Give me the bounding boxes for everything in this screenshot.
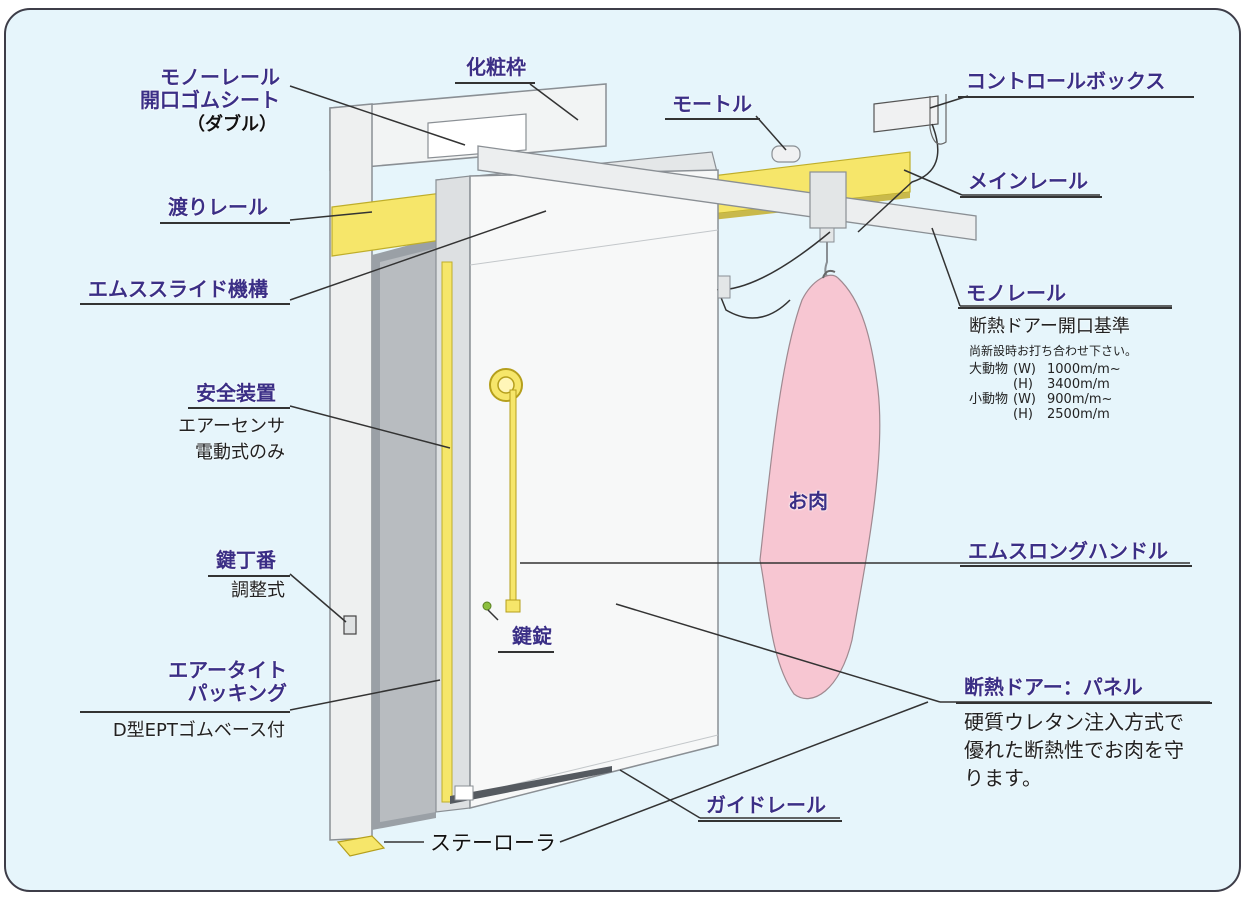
label-airtight-line2: パッキング [187,681,287,705]
label-opening-standard-note: 尚新設時お打ち合わせ下さい。 [969,344,1138,358]
control-box [873,95,939,133]
door-panel [469,169,719,809]
label-long-handle: エムスロングハンドル [968,539,1168,563]
label-adjustable: 調整式 [231,580,285,601]
underline-guide-rail [698,820,842,822]
guide-rail [450,766,612,804]
leader-frame [529,83,579,121]
label-meat: お肉 [788,489,828,513]
motor [771,145,801,163]
spec-small-w: 900m/m~ [1047,392,1113,407]
underline-monorail [958,307,1172,309]
label-panel-desc-1: 硬質ウレタン注入方式で [964,710,1184,734]
label-slide-mechanism: エムススライド機構 [88,277,268,301]
leader-monorail-gum [289,85,466,146]
label-opening-standard-title: 断熱ドアー開口基準 [969,316,1130,337]
spec-large-h: 3400m/m [1047,377,1110,392]
label-stay-roller: ステーローラ [430,831,556,855]
airtight-packing-strip [441,261,453,803]
meat [759,274,881,700]
underline-transfer-rail [160,222,290,224]
leader-transfer-rail [289,211,373,221]
label-air-sensor: エアーセンサ [178,416,285,437]
leader-control-box [929,95,969,109]
underline-lock [498,651,554,653]
lock-dot [482,601,492,611]
underline-control-box [958,96,1194,98]
spec-small-label: 小動物 [969,392,1009,407]
leader-airtight [289,679,441,711]
monorail-trolley [809,171,847,229]
label-monorail-gum-line1: モノーレール [160,65,280,89]
label-control-box: コントロールボックス [966,69,1166,93]
label-motor: モートル [672,92,752,116]
underline-airtight [80,711,290,713]
opening-standard-specs: 大動物(W)1000m/m~ (H)3400m/m 小動物(W)900m/m~ … [969,362,1121,422]
leader-panel-bottom [559,701,929,843]
label-main-rail: メインレール [968,169,1088,193]
leader-key-hinge [289,573,347,623]
key-hinge [343,615,357,635]
label-monorail: モノレール [966,281,1066,305]
label-safety-device: 安全装置 [196,381,276,405]
underline-motor [665,118,760,120]
underline-long-handle [960,565,1192,567]
spec-large-label: 大動物 [969,362,1009,377]
underline-frame [455,82,535,84]
label-panel-desc-3: ります。 [964,766,1042,790]
label-lock: 鍵錠 [512,624,552,648]
label-panel: 断熱ドアー：パネル [964,675,1143,699]
spec-small-w-dim: (W) [1013,392,1036,407]
label-guide-rail: ガイドレール [706,793,826,817]
label-airtight-line1: エアータイト [168,658,287,682]
label-key-hinge: 鍵丁番 [216,548,276,572]
label-panel-desc-2: 優れた断熱性でお肉を守 [964,738,1184,762]
spec-small-h-dim: (H) [1013,407,1033,422]
label-epdm: D型EPTゴムベース付 [112,720,285,741]
label-double: （ダブル） [187,114,277,135]
leader-lines [289,83,1210,843]
label-transfer-rail: 渡りレール [168,195,268,219]
stay-roller [336,835,386,857]
underline-key-hinge [208,575,290,577]
frame-opening [427,113,527,159]
leader-slide-mechanism [289,210,547,301]
underline-main-rail [960,196,1102,198]
label-monorail-gum-line2: 開口ゴムシート [140,88,280,112]
label-electric-only: 電動式のみ [195,442,285,463]
leader-lock [487,609,499,621]
spec-large-h-dim: (H) [1013,377,1033,392]
label-airtight: エアータイト パッキング [168,659,287,705]
long-handle-bar [509,389,517,606]
label-frame: 化粧枠 [466,55,526,79]
leader-safety-device [289,405,451,449]
spec-large-w: 1000m/m~ [1047,362,1121,377]
spec-small-h: 2500m/m [1047,407,1110,422]
label-monorail-gum: モノーレール 開口ゴムシート [140,66,280,112]
underline-slide-mechanism [80,303,290,305]
underline-safety-device [188,407,290,409]
door-side [435,175,471,813]
leader-motor [755,115,787,151]
spec-large-w-dim: (W) [1013,362,1036,377]
underline-panel [956,702,1212,704]
